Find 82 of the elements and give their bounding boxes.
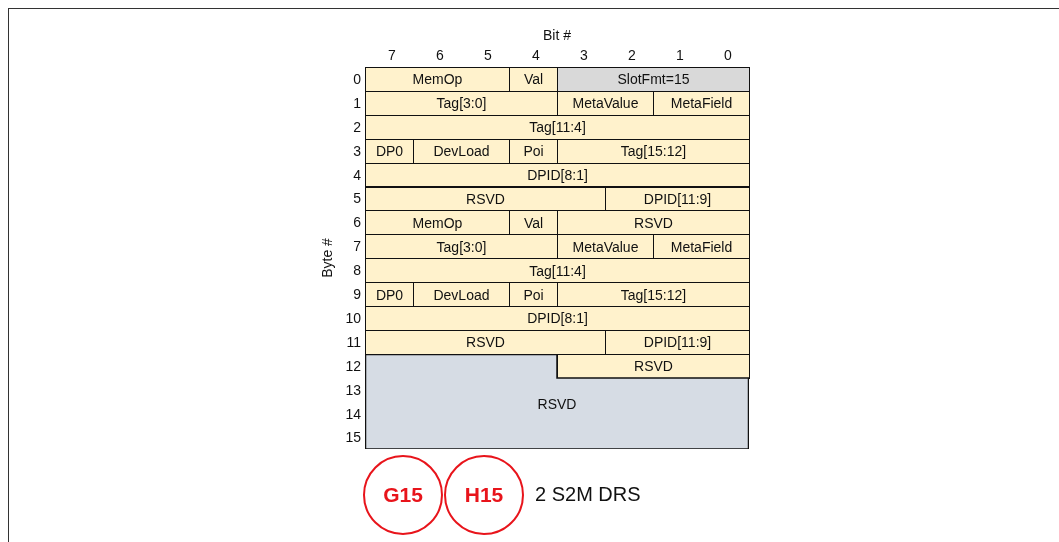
field-label: MemOp (412, 71, 463, 88)
bit-field (365, 282, 414, 307)
bit-field (653, 234, 750, 260)
bit-number: 0 (724, 47, 732, 63)
field-label: DPID[8:1] (527, 167, 588, 184)
bit-field (557, 210, 750, 236)
field-label: Tag[3:0] (436, 95, 487, 112)
field-label: Val (523, 71, 544, 88)
byte-number: 11 (346, 333, 361, 350)
bit-field (365, 234, 558, 260)
field-label: DP0 (375, 286, 404, 303)
callout-circle: G15 (363, 455, 443, 535)
field-label: Tag[3:0] (436, 238, 487, 255)
field-label: Tag[11:4] (529, 262, 586, 279)
field-label: DPID[11:9] (643, 190, 712, 207)
bit-field (557, 90, 654, 116)
byte-number: 12 (345, 357, 361, 374)
field-label: DevLoad (433, 286, 490, 303)
field-label: Tag[11:4] (529, 119, 586, 136)
byte-number: 6 (353, 214, 361, 231)
bit-number: 6 (436, 47, 444, 63)
bit-field (557, 234, 654, 260)
byte-number: 14 (345, 405, 361, 422)
field-label: SlotFmt=15 (617, 71, 690, 88)
byte-number: 1 (353, 94, 361, 111)
byte-number: 13 (345, 381, 361, 398)
field-label: DP0 (375, 143, 404, 160)
field-label: RSVD (537, 395, 577, 412)
byte-number: 5 (353, 190, 361, 207)
byte-number: 2 (353, 118, 361, 135)
field-label: RSVD (466, 190, 505, 207)
byte-number: 9 (353, 286, 361, 303)
bit-field (557, 138, 750, 164)
bit-field (413, 282, 510, 307)
bit-field (365, 210, 510, 236)
bit-field (557, 282, 750, 307)
byte-number: 0 (353, 70, 361, 87)
bit-field (509, 67, 558, 92)
callout-circle: H15 (444, 455, 524, 535)
bit-field (653, 90, 750, 116)
bit-field (365, 90, 558, 116)
byte-number: 15 (345, 429, 361, 446)
bit-number: 3 (580, 47, 588, 63)
byte-number: 4 (353, 166, 361, 183)
bit-number: 1 (676, 47, 684, 63)
bit-number: 4 (532, 47, 540, 63)
bit-number: 7 (388, 47, 396, 63)
bit-field (365, 67, 510, 92)
bit-field (365, 114, 750, 140)
field-label: MemOp (412, 214, 463, 231)
field-label: DevLoad (433, 143, 490, 160)
field-label: Poi (523, 286, 544, 303)
field-label: RSVD (634, 214, 673, 231)
byte-number: 3 (353, 142, 361, 159)
bit-field (365, 329, 606, 355)
field-label: MetaField (670, 95, 733, 112)
bit-field (605, 329, 750, 355)
field-label: DPID[8:1] (527, 310, 588, 327)
bit-field (365, 306, 750, 331)
byte-number: 10 (345, 309, 361, 326)
field-label: MetaValue (572, 238, 639, 255)
field-label: Val (523, 214, 544, 231)
bit-field (365, 162, 750, 188)
field-label: Tag[15:12] (620, 286, 687, 303)
field-label: RSVD (466, 334, 505, 351)
byte-number: 8 (353, 262, 361, 279)
field-label: MetaField (670, 238, 733, 255)
bit-field (509, 282, 558, 307)
bit-field (413, 138, 510, 164)
axis-title: Byte # (319, 238, 335, 278)
bit-field (365, 258, 750, 284)
field-label: MetaValue (572, 95, 639, 112)
note: 2 S2M DRS (535, 483, 641, 506)
byte-number: 7 (353, 238, 361, 255)
bit-number: 2 (628, 47, 636, 63)
bit-number: 5 (484, 47, 492, 63)
field-label: DPID[11:9] (643, 334, 712, 351)
bit-field (557, 67, 750, 92)
field-label: Poi (523, 143, 544, 160)
field-label: RSVD (634, 358, 673, 375)
axis-title: Bit # (543, 27, 571, 43)
field-label: Tag[15:12] (620, 143, 687, 160)
